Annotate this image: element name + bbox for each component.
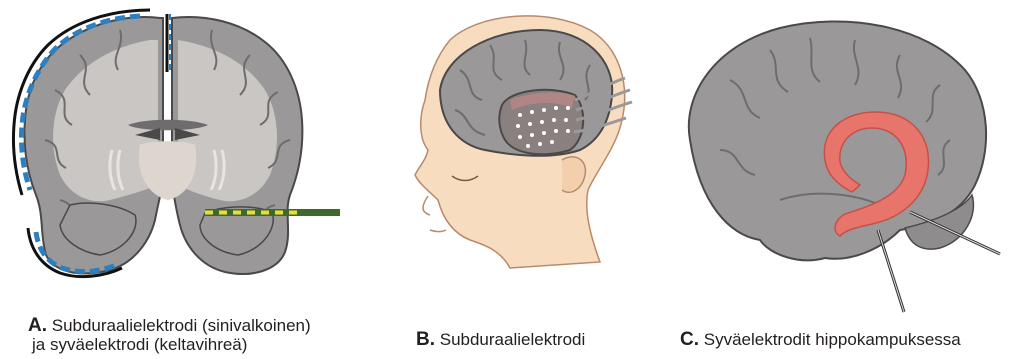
caption-b: B. Subduraalielektrodi xyxy=(416,330,585,349)
nose xyxy=(423,196,430,215)
depth-electrode xyxy=(205,209,340,216)
caption-c-letter: C. xyxy=(680,329,699,350)
panel-c-lateral-brain xyxy=(660,0,1014,320)
caption-a-letter: A. xyxy=(28,315,47,336)
caption-a: A. Subduraalielektrodi (sinivalkoinen) j… xyxy=(28,316,311,354)
caption-c: C. Syväelektrodit hippokampuksessa xyxy=(680,330,961,349)
depth-electrode-1 xyxy=(878,230,904,312)
caption-a-line1: Subduraalielektrodi (sinivalkoinen) xyxy=(52,316,311,335)
lateral-brain-illustration xyxy=(660,0,1014,320)
caption-c-line1: Syväelektrodit hippokampuksessa xyxy=(704,330,961,349)
panel-b-head-grid xyxy=(390,0,650,290)
mouth xyxy=(430,230,446,232)
caption-a-line2: ja syväelektrodi (keltavihreä) xyxy=(28,335,247,354)
caption-b-letter: B. xyxy=(416,329,435,350)
coronal-brain-illustration xyxy=(0,0,345,290)
panel-a-coronal-section xyxy=(0,0,345,290)
caption-b-line1: Subduraalielektrodi xyxy=(440,330,586,349)
head-illustration xyxy=(390,0,650,290)
